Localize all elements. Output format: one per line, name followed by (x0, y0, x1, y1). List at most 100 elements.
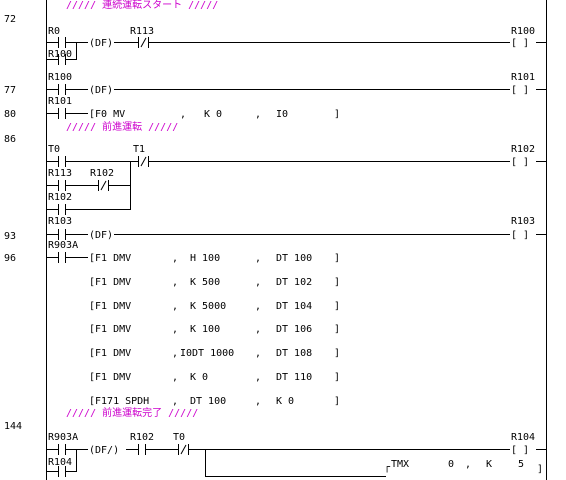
instruction-token: DT 108 (276, 348, 312, 359)
rung-144[interactable] (46, 444, 546, 477)
instruction-token: K 5000 (190, 301, 226, 312)
instruction-f1-dmv-k0[interactable]: [F1 DMV , K 0 , DT 110 ] (89, 372, 340, 383)
instruction-f1-dmv-h100[interactable]: [F1 DMV , H 100 , DT 100 ] (89, 253, 340, 264)
instruction-token: , (172, 348, 178, 359)
rung-96[interactable] (46, 252, 88, 263)
instruction-token: , (172, 324, 178, 335)
instruction-token: , (180, 109, 186, 120)
comment-forward-complete: ///// 前進運転完了 ///// (66, 406, 198, 419)
step-number: 144 (4, 421, 22, 432)
instruction-tmx[interactable]: ┌ TMX 0 , K 5 ] (384, 459, 543, 475)
instruction-token: DT 110 (276, 372, 312, 383)
instruction-token: [F0 MV (89, 109, 125, 120)
contact-label: R113 (130, 26, 154, 37)
instruction-token: ] (334, 324, 340, 335)
instruction-token: ] (334, 372, 340, 383)
instruction-token: K 0 (276, 396, 294, 407)
instruction-token: TMX (391, 459, 409, 470)
step-number: 93 (4, 231, 16, 242)
instruction-token: , (255, 301, 261, 312)
contact-label: R102 (48, 192, 72, 203)
instruction-token: K 0 (190, 372, 208, 383)
instruction-token: [F1 DMV (89, 277, 131, 288)
instruction-token: K 100 (190, 324, 220, 335)
nc-slash (140, 156, 147, 167)
instruction-token: , (172, 277, 178, 288)
rung-77[interactable] (46, 84, 546, 95)
instruction-token: H 100 (190, 253, 220, 264)
nc-slash (180, 444, 187, 455)
instruction-token: [F1 DMV (89, 372, 131, 383)
rung-86[interactable] (46, 156, 546, 215)
instruction-token: [F1 DMV (89, 324, 131, 335)
contact-label: R0 (48, 26, 60, 37)
instruction-f1-dmv-k100[interactable]: [F1 DMV , K 100 , DT 106 ] (89, 324, 340, 335)
instruction-token: , (255, 396, 261, 407)
contact-label: R102 (130, 432, 154, 443)
coil-symbol[interactable]: [ ] (511, 445, 529, 456)
instruction-token: , (172, 396, 178, 407)
instruction-token: DT 102 (276, 277, 312, 288)
instruction-f1-dmv-i0dt1000[interactable]: [F1 DMV , I0DT 1000 , DT 108 ] (89, 348, 340, 359)
coil-symbol[interactable]: [ ] (511, 230, 529, 241)
instruction-token: , (255, 277, 261, 288)
coil-symbol[interactable]: [ ] (511, 38, 529, 49)
comment-continuous-start: ///// 連続運転スタート ///// (66, 0, 218, 11)
df-label: (DF) (89, 85, 113, 96)
contact-label: R113 (48, 168, 72, 179)
contact-label: R100 (48, 72, 72, 83)
contact-label: R103 (48, 216, 72, 227)
df-label: (DF) (89, 38, 113, 49)
instruction-token: ] (334, 253, 340, 264)
instruction-token: , (172, 301, 178, 312)
instruction-token: ] (334, 277, 340, 288)
df-label: (DF/) (89, 445, 119, 456)
contact-label: T0 (173, 432, 185, 443)
instruction-token: , (255, 372, 261, 383)
instruction-token: I0 (276, 109, 288, 120)
instruction-token: , (255, 348, 261, 359)
contact-label: R903A (48, 432, 78, 443)
contact-label: T1 (133, 144, 145, 155)
instruction-token: DT 100 (276, 253, 312, 264)
contact-label: R101 (48, 96, 72, 107)
instruction-token: [F171 SPDH (89, 396, 149, 407)
instruction-token: K 500 (190, 277, 220, 288)
instruction-token: , (255, 109, 261, 120)
power-rails (46, 0, 547, 480)
instruction-f171-spdh[interactable]: [F171 SPDH , DT 100 , K 0 ] (89, 396, 340, 407)
coil-label: R102 (511, 144, 535, 155)
instruction-token: K (486, 459, 492, 470)
instruction-token: [F1 DMV (89, 253, 131, 264)
coil-label: R100 (511, 26, 535, 37)
instruction-token: DT 106 (276, 324, 312, 335)
instruction-f0-mv[interactable]: [F0 MV , K 0 , I0 ] (89, 109, 340, 120)
instruction-token: 0 (448, 459, 454, 470)
rung-93[interactable] (46, 229, 546, 240)
comment-forward-run: ///// 前進運転 ///// (66, 120, 178, 133)
rung-72[interactable] (46, 37, 546, 65)
instruction-token: DT 100 (190, 396, 226, 407)
coil-symbol[interactable]: [ ] (511, 85, 529, 96)
contact-label: T0 (48, 144, 60, 155)
step-number: 86 (4, 134, 16, 145)
coil-label: R103 (511, 216, 535, 227)
instruction-f1-dmv-k500[interactable]: [F1 DMV , K 500 , DT 102 ] (89, 277, 340, 288)
instruction-token: , (255, 324, 261, 335)
rung-80[interactable] (46, 108, 88, 119)
instruction-token: 5 (518, 459, 524, 470)
instruction-token: , (465, 459, 471, 470)
coil-symbol[interactable]: [ ] (511, 157, 529, 168)
df-label: (DF) (89, 230, 113, 241)
instruction-token: , (172, 372, 178, 383)
instruction-token: , (255, 253, 261, 264)
instruction-token: ] (334, 301, 340, 312)
instruction-token: K 0 (204, 109, 222, 120)
instruction-token: ┌ (384, 462, 391, 473)
step-number: 80 (4, 109, 16, 120)
instruction-token: ] (334, 348, 340, 359)
contact-label: R903A (48, 240, 78, 251)
instruction-f1-dmv-k5000[interactable]: [F1 DMV , K 5000 , DT 104 ] (89, 301, 340, 312)
coil-label: R101 (511, 72, 535, 83)
